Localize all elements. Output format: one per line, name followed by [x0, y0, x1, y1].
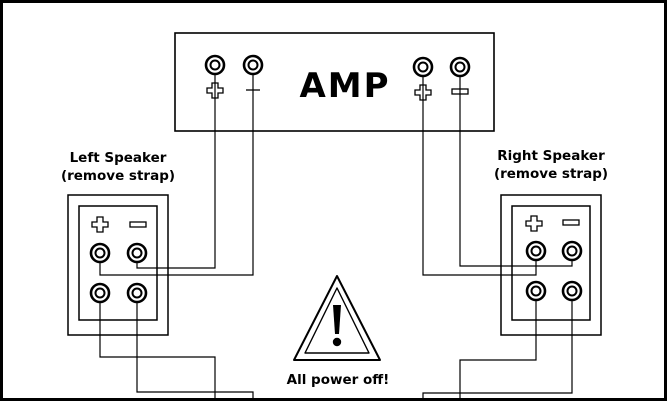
wire-right-speaker-bottom-minus — [422, 300, 573, 399]
wire-left-speaker-bottom-plus — [99, 302, 216, 399]
wire-amp-right-minus-to-speaker — [459, 76, 573, 267]
amp-right-minus-terminal — [449, 56, 471, 78]
left-speaker-plus-icon — [91, 216, 109, 233]
warning-triangle-icon — [293, 275, 381, 361]
amp-box — [174, 32, 495, 132]
right-speaker-subtitle: (remove strap) — [494, 166, 608, 182]
right-speaker-title: Right Speaker — [497, 148, 605, 164]
right-speaker-terminal-top-plus — [525, 240, 547, 262]
amp-right-plus-icon — [414, 84, 432, 101]
left-speaker-terminal-top-minus — [126, 242, 148, 264]
left-speaker-terminal-bottom-plus — [89, 282, 111, 304]
left-speaker-subtitle: (remove strap) — [61, 168, 175, 184]
right-speaker-plate — [511, 205, 591, 321]
amp-label: AMP — [299, 66, 390, 106]
left-speaker-terminal-top-plus — [89, 242, 111, 264]
right-speaker-terminal-bottom-plus — [525, 280, 547, 302]
amp-left-plus-terminal — [204, 54, 226, 76]
wire-amp-right-plus-to-speaker — [422, 76, 537, 276]
right-speaker-terminal-top-minus — [561, 240, 583, 262]
wire-right-speaker-bottom-plus — [459, 300, 537, 399]
left-speaker-minus-icon — [129, 221, 147, 228]
warning-text: All power off! — [287, 372, 390, 388]
left-speaker-terminal-bottom-minus — [126, 282, 148, 304]
wire-left-speaker-bottom-minus — [136, 302, 254, 399]
right-speaker-minus-icon — [562, 219, 580, 226]
wire-amp-left-minus-to-speaker — [99, 74, 254, 276]
amp-left-minus-terminal — [242, 54, 264, 76]
wire-amp-left-plus-to-speaker — [136, 74, 216, 269]
left-speaker-plate — [78, 205, 158, 321]
amp-left-plus-icon — [206, 82, 224, 99]
left-speaker-title: Left Speaker — [70, 150, 167, 166]
speaker-wires — [99, 74, 573, 399]
amp-right-plus-terminal — [412, 56, 434, 78]
right-speaker-terminal-bottom-minus — [561, 280, 583, 302]
right-speaker-plus-icon — [525, 215, 543, 232]
